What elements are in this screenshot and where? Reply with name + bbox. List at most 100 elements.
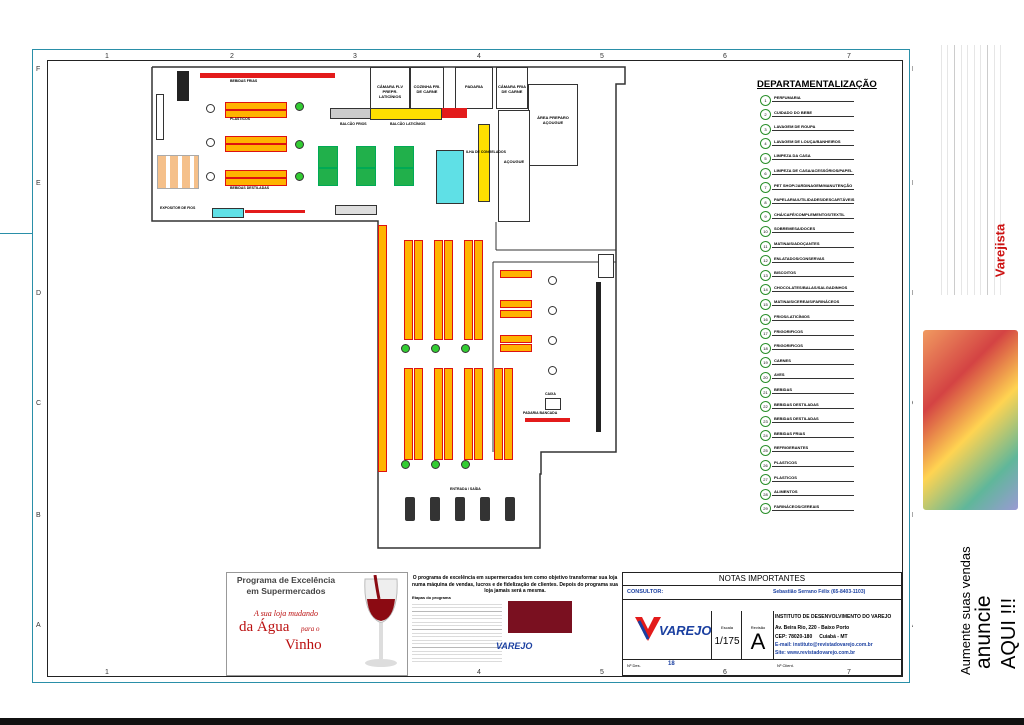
legend-item-number: 6 <box>760 167 771 179</box>
ruler-num: 5 <box>600 669 604 676</box>
gondola <box>464 240 473 340</box>
wall-shelf-red <box>200 73 335 78</box>
legend-item-number: 1 <box>760 94 771 106</box>
legend-underline <box>772 393 854 394</box>
varejista-logo: Varejista <box>983 210 1017 290</box>
ad-programa-excelencia[interactable]: Programa de Excelência em Supermercados … <box>226 572 408 676</box>
legend-item-label: LAVAGEM DE LOUÇA/BANHEIROS <box>774 138 841 144</box>
gondola <box>225 170 287 178</box>
legend-underline <box>772 436 854 438</box>
cliente-label: Nº Client. <box>777 663 794 668</box>
gondola <box>500 300 532 308</box>
right-ad-panel[interactable]: Varejista Aumente suas vendas anuncie AQ… <box>913 0 1024 725</box>
legend-item-label: PERFUMARIA <box>774 95 801 100</box>
varejo-logo: VAREJO <box>623 611 712 659</box>
legend-item-label: PET SHOP/JARDINAGEM/MANUTENÇÃO <box>774 182 853 188</box>
institute-cep: CEP: 78020-180 Cuiabá - MT <box>775 634 848 640</box>
institute-site[interactable]: Site: www.revistadovarejo.com.br <box>775 650 856 656</box>
gondola <box>434 368 443 460</box>
column <box>461 460 470 469</box>
legend-underline <box>772 188 854 190</box>
legend-underline <box>772 174 854 175</box>
legend-underline <box>772 290 854 292</box>
produce-island <box>318 146 338 168</box>
legend-item-number: 3 <box>760 123 771 135</box>
column <box>401 460 410 469</box>
gondola <box>225 136 287 144</box>
column <box>206 172 215 181</box>
legend-underline <box>772 451 854 453</box>
gondola <box>464 368 473 460</box>
legend-item-number: 28 <box>760 488 771 500</box>
floor-plan-frame <box>47 60 903 677</box>
room-cozinha: COZINHA FRI. DE CARNE <box>410 67 444 109</box>
ruler-num: 2 <box>230 53 234 60</box>
plan-label: BALCÃO LATICÍNIOS <box>390 122 426 126</box>
edge-line <box>0 233 32 234</box>
acougue-counter <box>478 124 490 202</box>
red-counter <box>442 108 467 118</box>
legend-item-label: LIMPEZA DA CASA <box>774 153 811 159</box>
column <box>548 336 557 345</box>
institute-email[interactable]: E-mail: instituto@revistadovarejo.com.br <box>775 642 873 648</box>
notas-title: NOTAS IMPORTANTES <box>623 573 901 586</box>
room-acougue: AÇOUGUE <box>498 110 530 222</box>
gondola <box>500 335 532 343</box>
ruler-num: 4 <box>477 669 481 676</box>
wall-gondola <box>378 225 387 472</box>
ruler-num: 7 <box>847 669 851 676</box>
legend-item-label: LIMPEZA DE CASA/ACESSÓRIOS/PAPEL <box>774 168 853 173</box>
varejo-v-icon <box>635 617 661 641</box>
revisao-label: Revisão <box>750 625 766 630</box>
produce-island <box>356 146 376 168</box>
legend-item-number: 5 <box>760 152 771 164</box>
gondola <box>500 310 532 318</box>
legend-item-label: CHÁ/CAFÉ/COMPLEMENTOS/TEXTIL <box>774 211 845 217</box>
ruler-letter: C <box>36 400 42 407</box>
ruler-num: 6 <box>723 53 727 60</box>
side-shelf <box>156 94 164 140</box>
ruler-letter: E <box>36 180 41 187</box>
title-block: NOTAS IMPORTANTES CONSULTOR: Sebastião S… <box>622 572 902 676</box>
legend-item-number: 4 <box>760 138 771 150</box>
red-line <box>245 210 305 213</box>
ruler-num: 5 <box>600 53 604 60</box>
magazines-image <box>923 330 1018 510</box>
consultor-value: Sebastião Serrano Félix (65-8403-1103) <box>773 589 866 595</box>
gondola <box>225 110 287 118</box>
legend-underline <box>772 466 854 467</box>
ruler-num: 1 <box>105 53 109 60</box>
institute-address: Av. Beira Rio, 220 - Baixo Porto <box>775 625 850 631</box>
legend-item-label: FRIOS/LATICÍNIOS <box>774 314 810 319</box>
cash-box <box>545 398 561 410</box>
produce-island <box>318 168 338 186</box>
gondola <box>474 368 483 460</box>
legend-item-number: 14 <box>760 284 771 296</box>
legend-underline <box>772 334 854 336</box>
gondola <box>225 144 287 152</box>
legend-item-label: CUIDADO DO BEBE <box>774 109 813 115</box>
plan-label: PADARIA BANCADA <box>523 411 558 415</box>
door <box>598 254 614 278</box>
ruler-num: 7 <box>847 53 851 60</box>
number-row: Nº Des. 18 Nº Client. <box>623 659 901 674</box>
escala-cell: Escala 1/175 <box>713 611 742 659</box>
legend-item-label: FARINÁCEOS/CEREAIS <box>774 503 820 509</box>
num-value: 18 <box>668 661 675 667</box>
room-area-preparo: ÁREA PREPARO AÇOUGUE <box>528 84 578 166</box>
legend-item-number: 29 <box>760 503 771 515</box>
plan-label: ILHA DE CONGELADOS <box>466 150 506 154</box>
legend-title: DEPARTAMENTALIZAÇÃO <box>757 79 877 90</box>
legend-item-label: BISCOITOS <box>774 270 796 276</box>
legend-underline <box>772 509 854 511</box>
legend-underline <box>772 276 854 278</box>
ruler-num: 3 <box>353 53 357 60</box>
